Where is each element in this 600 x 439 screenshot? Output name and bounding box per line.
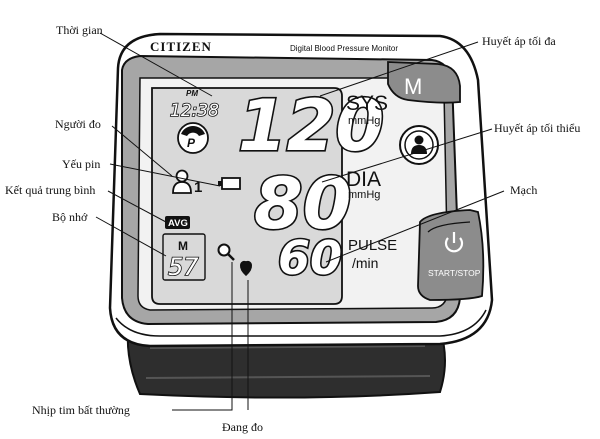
systolic-label: SYS (346, 92, 388, 115)
time-display: 12:38 (170, 101, 219, 121)
user-button-icon (411, 135, 427, 154)
systolic-value: 120 (238, 85, 384, 167)
diastolic-unit: mmHg (348, 189, 380, 201)
callout-systolic: Huyết áp tối đa (482, 34, 556, 48)
callout-time: Thời gian (56, 23, 103, 37)
low-battery-icon (218, 177, 241, 190)
diastolic-label: DIA (346, 168, 381, 191)
callout-measuring: Đang đo (222, 420, 263, 434)
memory-label: M (178, 239, 188, 253)
callout-lines (95, 32, 505, 411)
pulse-unit: /min (352, 255, 378, 271)
svg-text:P: P (187, 136, 196, 150)
callout-pulse: Mạch (510, 183, 538, 197)
callout-irregular-heartbeat: Nhịp tim bất thường (32, 403, 130, 417)
memory-display: M 57 (162, 233, 206, 282)
callout-battery: Yếu pin (62, 157, 101, 171)
brand-label: CITIZEN (150, 39, 212, 54)
irregular-heartbeat-icon (217, 243, 235, 261)
diastolic-value: 80 (254, 163, 351, 245)
avg-label: AVG (168, 218, 188, 229)
systolic-unit: mmHg (348, 115, 380, 127)
time-period: PM (186, 89, 198, 98)
user-select-button[interactable] (399, 125, 439, 165)
heart-icon (240, 260, 252, 276)
wrist-cuff (126, 329, 446, 399)
pulse-value: 60 (278, 231, 342, 285)
user-number: 1 (194, 179, 202, 196)
memory-number: 57 (168, 253, 199, 281)
callout-memory: Bộ nhớ (52, 210, 88, 224)
power-icon (444, 232, 464, 253)
memory-button[interactable]: M (387, 61, 461, 104)
avg-badge: AVG (165, 216, 190, 229)
pressure-gauge-icon: P (177, 122, 209, 154)
model-label: Digital Blood Pressure Monitor (290, 44, 398, 53)
memory-button-label: M (404, 74, 422, 99)
start-stop-button[interactable]: START/STOP (417, 209, 485, 301)
callout-average: Kết quả trung bình (5, 183, 96, 197)
pulse-label: PULSE (348, 237, 397, 254)
callout-diastolic: Huyết áp tối thiểu (494, 121, 581, 135)
callout-user: Người đo (55, 117, 101, 131)
start-stop-label: START/STOP (428, 268, 481, 278)
